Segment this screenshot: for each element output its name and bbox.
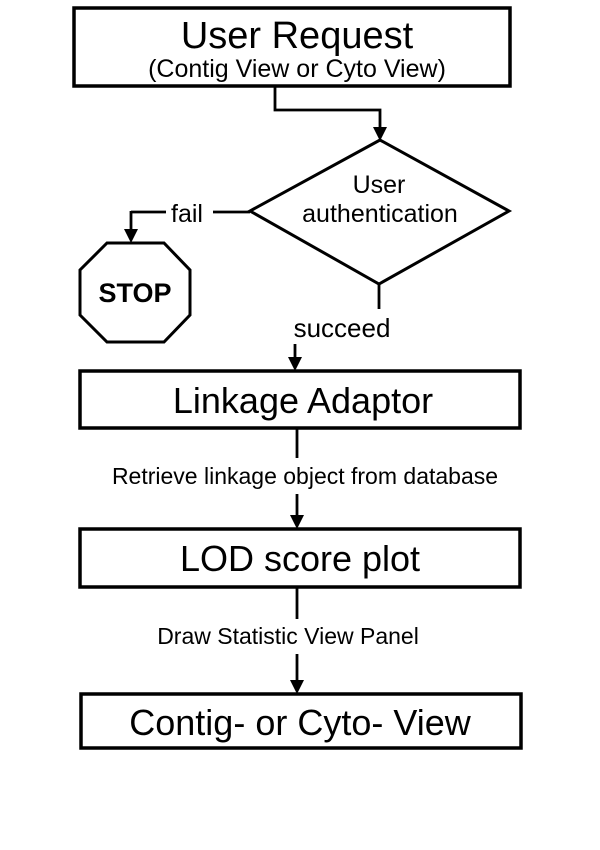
edge-linkage-adaptor-to-lod: Retrieve linkage object from database	[112, 428, 498, 529]
stop-octagon	[78, 241, 192, 344]
arrowhead-down-icon	[290, 680, 304, 694]
user-request-title: User Request	[181, 15, 414, 57]
retrieve-label: Retrieve linkage object from database	[112, 463, 498, 489]
node-user-request: User Request (Contig View or Cyto View)	[72, 6, 512, 88]
connector-line	[273, 86, 382, 129]
arrowhead-down-icon	[373, 127, 387, 141]
node-lod-score-plot: LOD score plot	[78, 527, 522, 589]
edge-user-request-to-authentication	[273, 86, 387, 141]
user-authentication-label-line1: User	[353, 171, 406, 199]
lod-score-plot-box	[78, 527, 522, 589]
linkage-adaptor-label: Linkage Adaptor	[173, 380, 433, 421]
succeed-label: succeed	[294, 313, 391, 343]
node-contig-or-cyto-view: Contig- or Cyto- View	[79, 692, 523, 750]
user-request-subtitle: (Contig View or Cyto View)	[148, 55, 446, 83]
arrowhead-down-icon	[290, 515, 304, 529]
user-authentication-label-line2: authentication	[302, 200, 458, 228]
fail-label: fail	[171, 200, 203, 228]
stop-label: STOP	[98, 278, 171, 308]
contig-or-cyto-view-box	[79, 692, 523, 750]
edge-authentication-to-linkage-adaptor: succeed	[288, 284, 390, 371]
edge-lod-to-contig-view: Draw Statistic View Panel	[157, 587, 419, 694]
user-request-box	[72, 6, 512, 88]
arrowhead-down-icon	[124, 229, 138, 243]
linkage-adaptor-box	[78, 369, 522, 430]
node-user-authentication: User authentication	[246, 138, 513, 286]
contig-or-cyto-view-label: Contig- or Cyto- View	[129, 702, 471, 743]
edge-authentication-to-stop: fail	[124, 200, 250, 243]
node-linkage-adaptor: Linkage Adaptor	[78, 369, 522, 430]
arrowhead-down-icon	[288, 357, 302, 371]
draw-label: Draw Statistic View Panel	[157, 623, 419, 649]
node-stop: STOP	[78, 241, 192, 344]
lod-score-plot-label: LOD score plot	[180, 538, 420, 579]
